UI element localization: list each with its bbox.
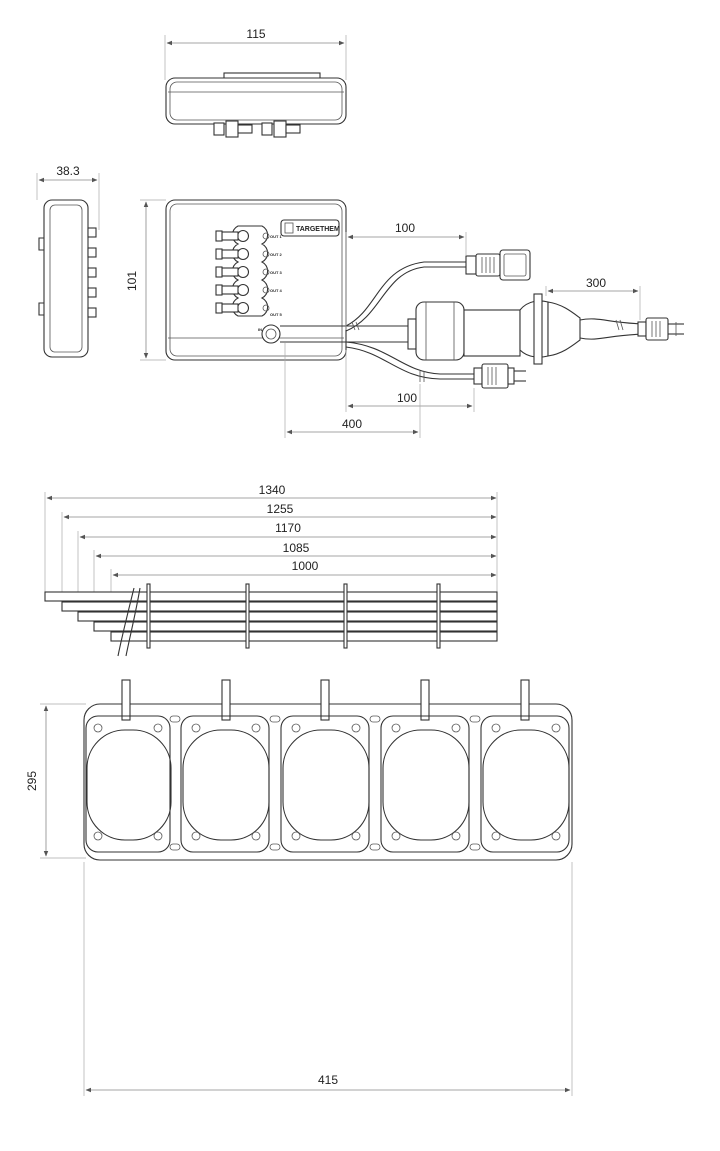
cable-in-label: 100 bbox=[397, 391, 417, 405]
air-cell-4 bbox=[380, 679, 470, 853]
top-fittings bbox=[213, 120, 301, 138]
top-width-label: 115 bbox=[246, 27, 265, 41]
output-connector bbox=[465, 249, 531, 281]
brand-text: TARGETHEM bbox=[296, 226, 340, 233]
outlet-label-3: OUT 3 bbox=[270, 270, 283, 275]
outlet-label-1: OUT 1 bbox=[270, 234, 283, 239]
mat-outline bbox=[83, 703, 573, 861]
mat-view: 295 415 bbox=[25, 679, 573, 1096]
brand-logo-icon bbox=[284, 222, 294, 234]
outlet-label-4: OUT 4 bbox=[270, 288, 283, 293]
mat-height-label: 295 bbox=[25, 771, 39, 791]
tubes-view: 1340 1255 1170 1085 1000 bbox=[44, 483, 498, 657]
inline-power-unit bbox=[407, 293, 581, 365]
front-view: 101 TARGETHEM OUT 1 OUT 2 OUT 3 OUT 4 OU… bbox=[125, 199, 684, 438]
side-depth-label: 38.3 bbox=[56, 164, 80, 178]
outlet-indicators bbox=[262, 232, 270, 312]
mat-joints bbox=[169, 715, 481, 851]
tube-dimension-1: 1340 bbox=[44, 483, 497, 592]
top-body bbox=[165, 77, 347, 125]
cable-main-label: 400 bbox=[342, 417, 362, 431]
air-cell-2 bbox=[180, 679, 270, 853]
cable-out-label: 100 bbox=[395, 221, 415, 235]
side-view: 38.3 bbox=[36, 164, 100, 358]
cable-plug-label: 300 bbox=[586, 276, 606, 290]
brand-plate bbox=[280, 219, 340, 237]
tube-dimension-2: 1255 bbox=[61, 502, 497, 602]
outlet-label-5: OUT 5 bbox=[270, 312, 283, 317]
tube-length-1: 1340 bbox=[259, 483, 286, 497]
air-cell-5 bbox=[480, 679, 570, 853]
air-cell-1 bbox=[85, 679, 172, 853]
mat-width-label: 415 bbox=[318, 1073, 338, 1087]
tube-length-3: 1170 bbox=[275, 521, 301, 535]
air-cell-3 bbox=[280, 679, 370, 853]
tube-dimension-3: 1170 bbox=[77, 521, 497, 612]
side-fittings bbox=[87, 227, 97, 318]
tube-clips bbox=[146, 583, 441, 649]
inlet-port bbox=[261, 324, 281, 344]
cables bbox=[280, 261, 651, 382]
input-plug bbox=[473, 363, 526, 389]
inlet-label: IN bbox=[258, 327, 262, 332]
tube-bundle bbox=[44, 583, 498, 657]
outlet-ports bbox=[215, 229, 250, 315]
front-height-label: 101 bbox=[125, 271, 139, 291]
power-plug bbox=[637, 317, 684, 341]
tube-length-4: 1085 bbox=[283, 541, 310, 555]
top-view: 115 bbox=[164, 27, 347, 138]
tube-length-5: 1000 bbox=[292, 559, 319, 573]
tube-length-2: 1255 bbox=[267, 502, 294, 516]
side-body bbox=[43, 199, 89, 358]
outlet-label-2: OUT 2 bbox=[270, 252, 283, 257]
